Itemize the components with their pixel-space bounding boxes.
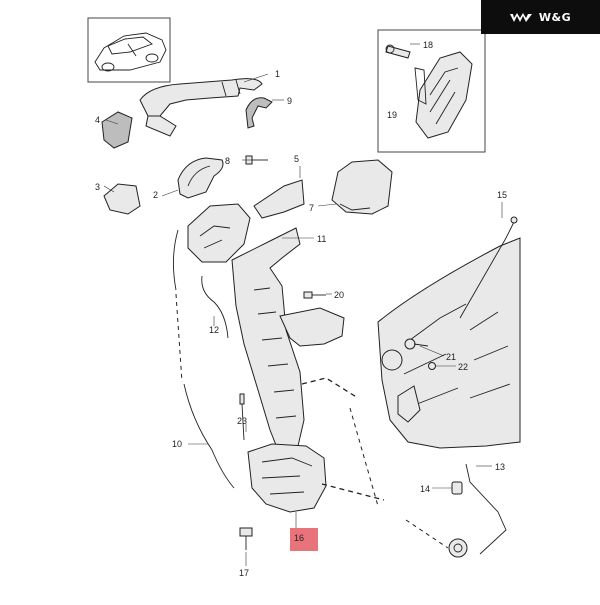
callout-11: 11 — [317, 234, 326, 244]
callout-18: 18 — [423, 40, 433, 50]
outer-handle — [139, 78, 263, 137]
pin-23 — [239, 393, 245, 441]
release-cable — [183, 383, 235, 489]
brand-name: W&G — [538, 10, 572, 24]
door-lock-unit — [247, 443, 327, 513]
window-regulator — [397, 385, 421, 423]
callout-15: 15 — [497, 190, 507, 200]
wing-icon — [509, 11, 532, 23]
alignment-line — [301, 377, 359, 399]
bolt-20 — [303, 291, 326, 299]
rod-cable — [201, 275, 229, 339]
callout-16: 16 — [294, 533, 304, 543]
handle-gasket — [177, 157, 224, 199]
lock-cover — [331, 159, 393, 215]
callout-19: 19 — [387, 110, 397, 120]
nut-22 — [428, 362, 436, 370]
callout-10: 10 — [172, 439, 182, 449]
callout-9: 9 — [287, 96, 292, 106]
speaker-mount — [381, 349, 403, 371]
car-inset — [87, 17, 171, 83]
bumper-inset — [377, 29, 486, 153]
callout-13: 13 — [495, 462, 505, 472]
plug-14 — [451, 481, 463, 495]
callout-23: 23 — [237, 416, 247, 426]
callout-4: 4 — [95, 115, 100, 125]
cap-cover — [103, 183, 141, 215]
leader-lines — [103, 43, 503, 566]
handle-bezel — [245, 97, 273, 129]
callout-21: 21 — [446, 352, 456, 362]
callout-1: 1 — [275, 69, 280, 79]
inner-door-panel — [377, 237, 521, 449]
clip-21 — [404, 338, 429, 350]
callout-3: 3 — [95, 182, 100, 192]
screw-17 — [239, 527, 253, 550]
callout-7: 7 — [309, 203, 314, 213]
highlight-box-16 — [290, 528, 318, 551]
guide-rail — [279, 307, 345, 347]
callout-17: 17 — [239, 568, 249, 578]
callout-20: 20 — [334, 290, 344, 300]
grommet — [448, 538, 468, 558]
key-cover — [101, 111, 133, 149]
callout-22: 22 — [458, 362, 468, 372]
callout-2: 2 — [153, 190, 158, 200]
callout-8: 8 — [225, 156, 230, 166]
handle-carrier — [253, 179, 305, 219]
brand-logo: W&G — [481, 0, 600, 34]
lock-cylinder-housing — [187, 203, 251, 263]
callout-14: 14 — [420, 484, 430, 494]
linkage-rod — [465, 463, 507, 555]
callout-5: 5 — [294, 154, 299, 164]
callout-12: 12 — [209, 325, 219, 335]
locking-rod — [459, 221, 515, 319]
